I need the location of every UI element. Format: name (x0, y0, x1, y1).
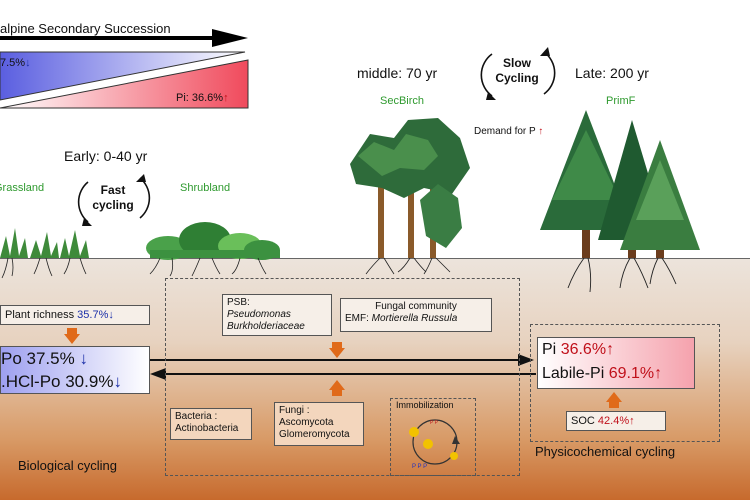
po-wedge-stat: 7.5%↓ (0, 57, 31, 69)
habitat-shrubland: Shrubland (180, 182, 231, 194)
svg-text:P P: P P (430, 420, 439, 426)
vegetation-illustration (0, 110, 700, 293)
labile-pi-label: Labile-Pi (542, 365, 605, 382)
arrow-down-icon: ↓ (25, 57, 31, 69)
fungal-community-box: Fungal community EMF: Mortierella Russul… (340, 298, 492, 332)
hcl-po-value: .HCl-Po 30.9% (1, 372, 114, 391)
arrow-up-icon: ↑ (538, 126, 544, 137)
soil-surface-line (0, 258, 750, 259)
succession-graphic (0, 29, 249, 109)
pi-box: Pi 36.6%↑ Labile-Pi 69.1%↑ (537, 337, 695, 389)
habitat-grassland: Grassland (0, 182, 45, 194)
po-value: Po 37.5% (1, 349, 75, 368)
biological-region (165, 278, 520, 476)
labile-pi-value: 69.1% (608, 365, 655, 382)
stage-middle: middle: 70 yr (357, 65, 438, 81)
plant-richness-box: Plant richness 35.7%↓ (0, 305, 150, 325)
immobilization-cycle-icon: P P P P P (409, 419, 460, 470)
pi-label: Pi (542, 341, 557, 358)
arrow-up-icon: ↑ (654, 365, 663, 382)
arrow-up-icon: ↑ (223, 92, 229, 104)
immobilization-label: Immobilization (396, 400, 454, 410)
physicochemical-region (530, 324, 720, 442)
bacteria-box: Bacteria : Actinobacteria (170, 408, 252, 440)
orange-arrow-down-icon (64, 328, 80, 344)
biological-cycling-label: Biological cycling (18, 458, 117, 473)
fungi-box: Fungi : Ascomycota Glomeromycota (274, 402, 364, 446)
exchange-arrows (150, 354, 536, 380)
arrow-down-icon: ↓ (108, 309, 114, 321)
arrow-down-icon: ↓ (79, 349, 88, 368)
demand-for-p: Demand for P ↑ (474, 126, 544, 137)
slow-cycling-arrows-icon (480, 47, 556, 100)
habitat-primf: PrimF (606, 95, 636, 107)
slow-cycling-label: Slow Cycling (495, 56, 539, 85)
pi-wedge-stat: Pi: 36.6%↑ (176, 92, 229, 104)
physicochemical-cycling-label: Physicochemical cycling (535, 444, 676, 459)
pi-value: 36.6% (560, 341, 607, 358)
stage-late: Late: 200 yr (575, 65, 649, 81)
stage-early: Early: 0-40 yr (64, 148, 148, 164)
arrow-up-icon: ↑ (606, 341, 615, 358)
fast-cycling-arrows-icon (77, 174, 151, 226)
fast-cycling-label: Fast cycling (92, 183, 134, 212)
orange-arrow-up-icon (329, 380, 345, 396)
immobilization-box (390, 398, 476, 476)
succession-title: alpine Secondary Succession (0, 21, 171, 36)
arrow-down-icon: ↓ (113, 372, 122, 391)
po-box: Po 37.5% ↓ .HCl-Po 30.9%↓ (0, 346, 150, 394)
svg-text:P P P: P P P (412, 464, 427, 470)
habitat-secbirch: SecBirch (380, 95, 425, 107)
soc-box: SOC 42.4%↑ (566, 411, 666, 431)
orange-arrow-up-icon (606, 392, 622, 408)
arrow-up-icon: ↑ (629, 415, 635, 427)
psb-box: PSB: Pseudomonas Burkholderiaceae (222, 294, 332, 336)
orange-arrow-down-icon (329, 342, 345, 358)
